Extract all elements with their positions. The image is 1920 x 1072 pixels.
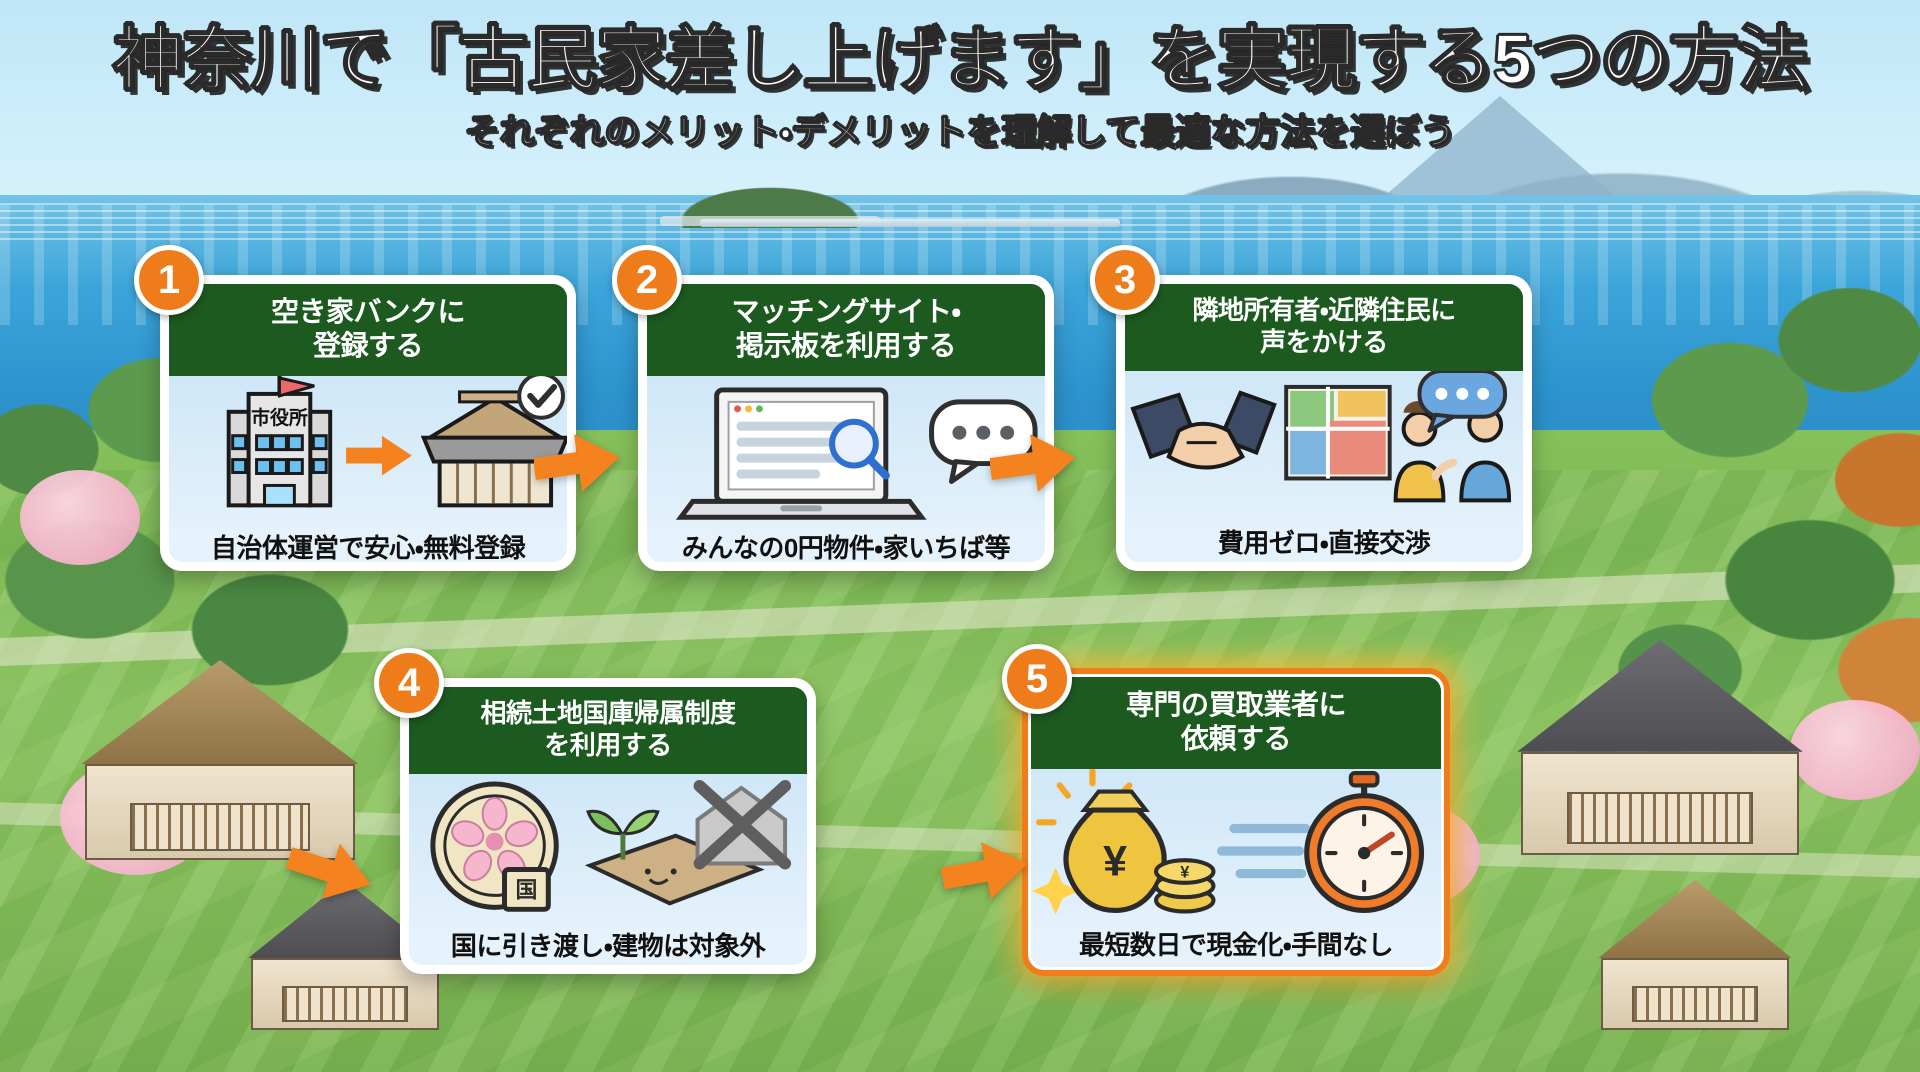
card-5-caption: 最短数日で現金化・手間なし: [1031, 923, 1441, 967]
step-badge-5: 5: [1002, 644, 1072, 714]
card-1-title: 空き家バンクに 登録する: [169, 284, 567, 377]
card-3-caption: 費用ゼロ・直接交渉: [1125, 520, 1523, 562]
stopwatch-icon: [1304, 771, 1425, 914]
method-card-4[interactable]: 4 相続土地国庫帰属制度 を利用する: [374, 648, 816, 974]
method-card-3[interactable]: 3 隣地所有者・近隣住民に 声をかける: [1090, 245, 1532, 571]
card-2-title-line2: 掲示板を利用する: [735, 330, 957, 362]
page-title: 神奈川で「古民家差し上げます」を実現する5つの方法: [112, 20, 1809, 98]
chat-bubble-icon: [1417, 371, 1508, 434]
method-card-1[interactable]: 1 空き家バンクに 登録する 市役所: [134, 245, 576, 571]
kominka-house-left: [55, 660, 385, 860]
card-4-title-line1: 相続土地国庫帰属制度: [480, 698, 736, 728]
coastal-bridge: [700, 219, 1120, 227]
card-3-illustration: [1125, 371, 1523, 521]
step-badge-1: 1: [134, 245, 204, 315]
card-3-title: 隣地所有者・近隣住民に 声をかける: [1125, 284, 1523, 372]
card-5-illustration: ¥ ¥: [1031, 769, 1441, 924]
title-block: 神奈川で「古民家差し上げます」を実現する5つの方法 それぞれのメリット・デメリッ…: [0, 20, 1920, 155]
card-4-caption: 国に引き渡し・建物は対象外: [409, 923, 807, 965]
card-5-title: 専門の買取業者に 依頼する: [1031, 677, 1441, 770]
enoshima-island: [620, 160, 920, 228]
mount-fuji: [1380, 96, 1620, 200]
card-2-caption: みんなの0円物件・家いちば等: [647, 525, 1045, 562]
money-bag-icon: ¥: [1063, 789, 1167, 914]
right-arrow-icon: [346, 436, 412, 476]
city-hall-icon: 市役所: [226, 376, 333, 508]
card-5-title-line1: 専門の買取業者に: [1125, 689, 1347, 720]
card-4-illustration: 国: [409, 774, 807, 924]
step-badge-3: 3: [1090, 245, 1160, 315]
cherry-blossom-tree: [20, 470, 140, 565]
money-bag-yen-label: ¥: [1103, 838, 1127, 886]
card-4-title-line2: を利用する: [544, 729, 672, 760]
coins-icon: ¥: [1154, 858, 1216, 914]
government-seal-icon: 国: [430, 781, 559, 913]
card-5-title-line2: 依頼する: [1180, 723, 1292, 755]
magnifier-icon: [829, 419, 890, 480]
card-1-caption: 自治体運営で安心・無料登録: [169, 525, 567, 562]
city-hall-label: 市役所: [251, 406, 308, 429]
method-card-5[interactable]: 5 専門の買取業者に 依頼する: [1002, 644, 1450, 976]
check-circle-icon: [517, 376, 566, 421]
handshake-icon: [1130, 390, 1277, 470]
laptop-icon: [675, 387, 927, 521]
step-badge-2: 2: [612, 245, 682, 315]
cherry-blossom-tree: [1790, 700, 1920, 800]
map-icon: [1284, 385, 1392, 481]
card-4-title: 相続土地国庫帰属制度 を利用する: [409, 687, 807, 775]
card-3-title-line2: 声をかける: [1260, 326, 1388, 357]
method-card-2[interactable]: 2 マッチングサイト・ 掲示板を利用する: [612, 245, 1054, 571]
chat-bubble-icon: [929, 399, 1038, 485]
step-badge-4: 4: [374, 648, 444, 718]
svg-text:¥: ¥: [1180, 864, 1190, 882]
card-1-title-line1: 空き家バンクに: [271, 296, 465, 327]
card-1-illustration: 市役所: [169, 376, 567, 526]
page-subtitle: それぞれのメリット・デメリットを理解して最適な方法を選ぼう: [464, 112, 1456, 153]
card-2-title: マッチングサイト・ 掲示板を利用する: [647, 284, 1045, 377]
card-2-illustration: [647, 376, 1045, 526]
kominka-house-front-right: [1580, 880, 1810, 1030]
no-building-icon: [693, 780, 792, 870]
card-3-title-line1: 隣地所有者・近隣住民に: [1192, 295, 1456, 325]
svg-text:国: 国: [515, 878, 537, 903]
speed-lines-icon: [1217, 824, 1311, 879]
kominka-house-right: [1490, 640, 1830, 855]
card-2-title-line1: マッチングサイト・: [731, 296, 961, 327]
card-1-title-line2: 登録する: [312, 330, 424, 362]
kominka-house-icon: [420, 390, 567, 508]
